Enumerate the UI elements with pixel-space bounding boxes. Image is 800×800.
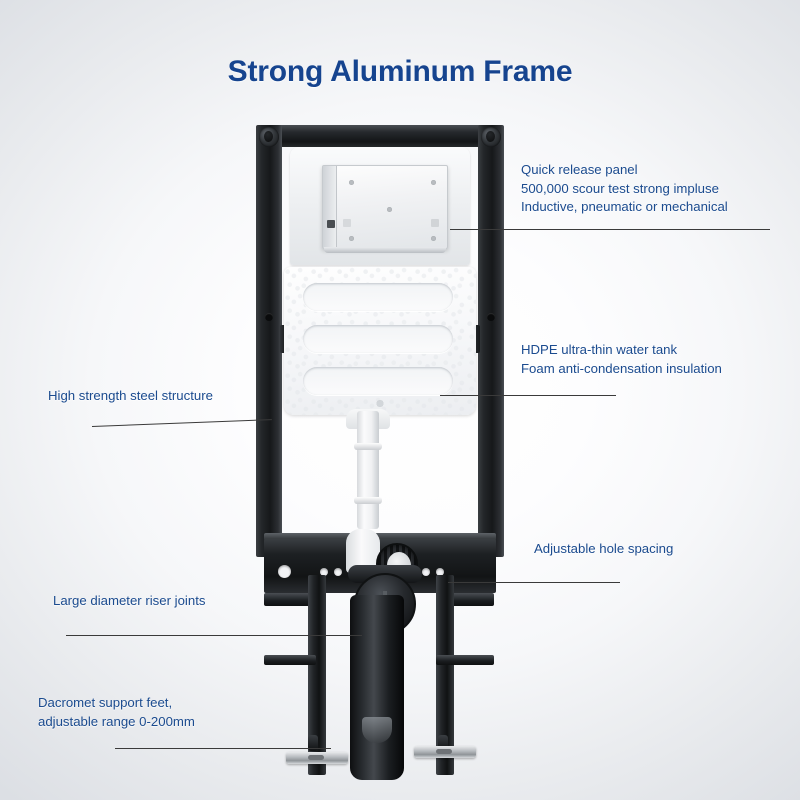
callout-steel-structure: High strength steel structure (48, 388, 213, 403)
leader-line-hole-spacing (448, 582, 620, 583)
leg-crossbar-left (264, 593, 316, 606)
hdpe-water-tank (284, 267, 476, 415)
callout-quick-release-panel: Quick release panel 500,000 scour test s… (521, 162, 728, 214)
panel-screw-bl (349, 236, 354, 241)
callout-water-tank: HDPE ultra-thin water tank Foam anti-con… (521, 342, 722, 376)
quick-release-panel (322, 165, 448, 249)
bracket-hole-2 (320, 568, 328, 576)
tank-groove-2 (303, 325, 453, 353)
leader-line-quick-release-panel (450, 229, 770, 230)
bracket-hole-1 (278, 565, 291, 578)
soil-pipe (350, 595, 404, 780)
flush-pipe-collar-lower (354, 497, 382, 504)
bracket-hole-6 (436, 568, 444, 576)
panel-screw-tr (431, 180, 436, 185)
frame-hole-left-upper (265, 313, 273, 321)
leader-line-water-tank (440, 395, 616, 396)
frame-hole-right-upper (487, 313, 495, 321)
leg-brace-left (264, 655, 316, 665)
panel-bottom-lip (324, 247, 446, 253)
leader-line-support-feet (115, 748, 331, 749)
soil-pipe-notch (362, 717, 392, 743)
tank-logo (373, 398, 387, 409)
frame-upright-left (256, 125, 282, 557)
frame-top-rail (256, 125, 504, 147)
frame-upright-right (478, 125, 504, 557)
leader-line-steel-structure (91, 419, 272, 427)
panel-latch-dark (327, 220, 335, 228)
tank-groove-1 (303, 283, 453, 311)
bracket-hole-3 (334, 568, 342, 576)
panel-screw-tl (349, 180, 354, 185)
foot-adjuster-left (308, 735, 318, 751)
page-title: Strong Aluminum Frame (227, 55, 573, 88)
bracket-hole-5 (422, 568, 430, 576)
frame-bolt-top-right (481, 127, 501, 147)
bracket-top-edge (264, 533, 496, 541)
panel-screw-br (431, 236, 436, 241)
leader-line-riser-joints (66, 635, 362, 636)
panel-latch-light (343, 219, 351, 227)
support-foot-left (286, 752, 348, 764)
support-foot-right (414, 746, 476, 758)
flush-pipe (357, 411, 379, 529)
support-leg-left (308, 575, 326, 775)
support-leg-right (436, 575, 454, 775)
callout-hole-spacing: Adjustable hole spacing (534, 541, 674, 556)
panel-screw-mid (387, 207, 392, 212)
foot-adjuster-right (438, 735, 448, 751)
product-illustration (250, 125, 510, 785)
frame-tab-left (280, 325, 287, 353)
callout-support-feet: Dacromet support feet, adjustable range … (38, 695, 195, 729)
frame-tab-right (473, 325, 480, 353)
callout-riser-joints: Large diameter riser joints (53, 593, 206, 608)
flush-pipe-collar-upper (354, 443, 382, 450)
frame-bolt-top-left (259, 127, 279, 147)
leg-brace-right (436, 655, 494, 665)
panel-latch-right (431, 219, 439, 227)
tank-groove-3 (303, 367, 453, 395)
panel-edge (323, 166, 337, 248)
